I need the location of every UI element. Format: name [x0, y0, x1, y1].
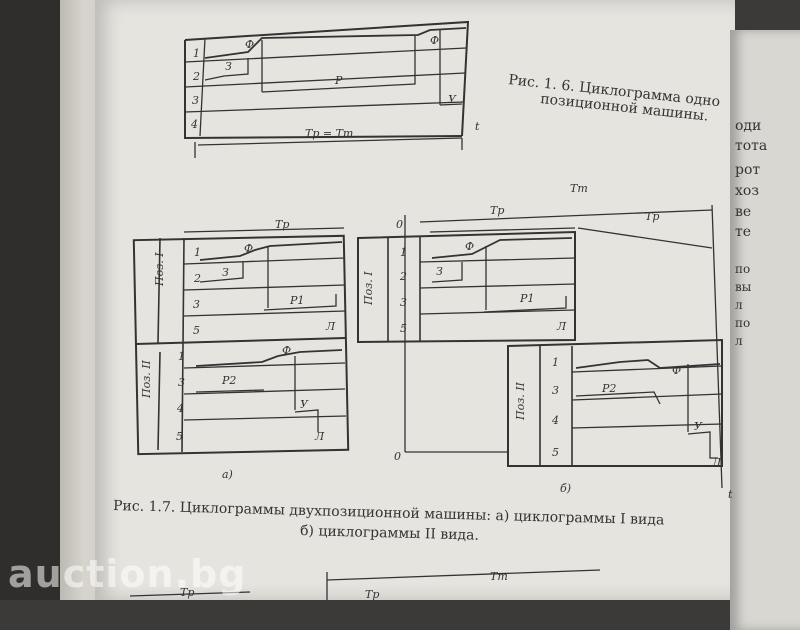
- row-number: 5: [193, 324, 200, 337]
- right-fragment: вы: [735, 280, 752, 294]
- label-l: Л: [711, 456, 722, 469]
- row-number: 1: [193, 47, 200, 60]
- right-fragment: тота: [735, 138, 768, 154]
- row-number: 1: [178, 350, 185, 363]
- fig17a-cyclogram: [132, 227, 350, 456]
- label-z: З: [225, 60, 232, 73]
- span-label: Tр: [180, 586, 194, 599]
- figure-caption: б) циклограммы II вида.: [300, 523, 479, 544]
- fig17b-cyclogram: [357, 204, 723, 489]
- right-fragment: ве: [735, 204, 752, 220]
- fig16-labels: 1 2 3 4 Ф Ф З Р У t Tр = Tт Рис. 1. 6. Ц…: [190, 34, 721, 140]
- subfigure-label: а): [222, 468, 233, 481]
- label-u: У: [448, 93, 457, 106]
- row-number: 2: [399, 270, 407, 283]
- label-l: Л: [325, 320, 336, 333]
- right-fragment: хоз: [735, 183, 759, 199]
- fig17b-labels: Tт Tр Tр 0 0 1 2 3 5 Поз. I Ф З Р1 Л 1 3…: [362, 182, 733, 501]
- span-label: Tр: [365, 588, 379, 600]
- row-number: 5: [552, 446, 559, 459]
- position-label: Поз. I: [153, 252, 166, 287]
- row-number: 3: [400, 296, 407, 309]
- label-t: t: [475, 120, 480, 133]
- right-fragment: по: [735, 262, 751, 276]
- label-phi: Ф: [245, 38, 254, 51]
- span-label: Tр = Tт: [305, 127, 353, 140]
- figure-caption: Рис. 1.7. Циклограммы двухпозиционной ма…: [113, 498, 665, 528]
- fig18-partial: [129, 569, 601, 600]
- fig18-labels: Tт Tр Tр: [180, 570, 508, 600]
- row-number: 4: [551, 414, 559, 427]
- row-number: 4: [190, 118, 198, 131]
- row-number: 1: [552, 356, 559, 369]
- label-p: Р: [334, 74, 343, 87]
- row-number: 2: [193, 272, 201, 285]
- span-label: Tр: [275, 218, 289, 231]
- row-number: 3: [178, 376, 185, 389]
- axis-zero: 0: [394, 450, 401, 463]
- label-phi: Ф: [244, 242, 253, 255]
- subfigure-label: б): [560, 482, 571, 495]
- row-number: 3: [552, 384, 559, 397]
- span-label: Tт: [570, 182, 588, 195]
- right-fragment: оди: [735, 118, 762, 134]
- position-label: Поз. I: [362, 271, 375, 306]
- position-label: Поз. II: [140, 359, 153, 399]
- label-u: У: [694, 420, 703, 433]
- right-fragment: л: [735, 298, 743, 312]
- row-number: 3: [193, 298, 200, 311]
- right-fragment: по: [735, 316, 751, 330]
- right-fragment: рот: [735, 162, 761, 178]
- position-label: Поз. II: [514, 381, 527, 421]
- span-label: Tр: [490, 204, 504, 217]
- label-l: Л: [556, 320, 567, 333]
- watermark-logo: auction.bg: [8, 552, 247, 596]
- label-phi: Ф: [282, 344, 291, 357]
- label-z: З: [436, 265, 443, 278]
- row-number: 4: [176, 402, 184, 415]
- axis-zero: 0: [396, 218, 403, 231]
- right-fragment: те: [735, 224, 752, 240]
- label-phi: Ф: [430, 34, 439, 47]
- row-number: 5: [400, 322, 407, 335]
- fig17a-labels: Tр 1 2 3 5 Поз. I Ф З Р1 Л 1 3 4 5 Поз. …: [140, 218, 336, 481]
- label-phi: Ф: [672, 364, 681, 377]
- label-p1: Р1: [519, 292, 534, 305]
- label-u: У: [300, 398, 309, 411]
- diagram-layer: 1 2 3 4 Ф Ф З Р У t Tр = Tт Рис. 1. 6. Ц…: [113, 20, 733, 600]
- span-label: Tр: [645, 210, 659, 223]
- row-number: 1: [400, 246, 407, 259]
- fig16-cyclogram: [184, 20, 470, 158]
- row-number: 5: [176, 430, 183, 443]
- label-p1: Р1: [289, 294, 304, 307]
- row-number: 2: [192, 70, 200, 83]
- row-number: 3: [192, 94, 199, 107]
- span-label: Tт: [490, 570, 508, 583]
- label-p2: Р2: [221, 374, 236, 387]
- label-z: З: [222, 266, 229, 279]
- row-number: 1: [194, 246, 201, 259]
- right-fragment: л: [735, 334, 743, 348]
- label-p2: Р2: [601, 382, 616, 395]
- label-l: Л: [314, 430, 325, 443]
- facing-page: [730, 30, 800, 630]
- label-t: t: [728, 488, 733, 501]
- label-phi: Ф: [465, 240, 474, 253]
